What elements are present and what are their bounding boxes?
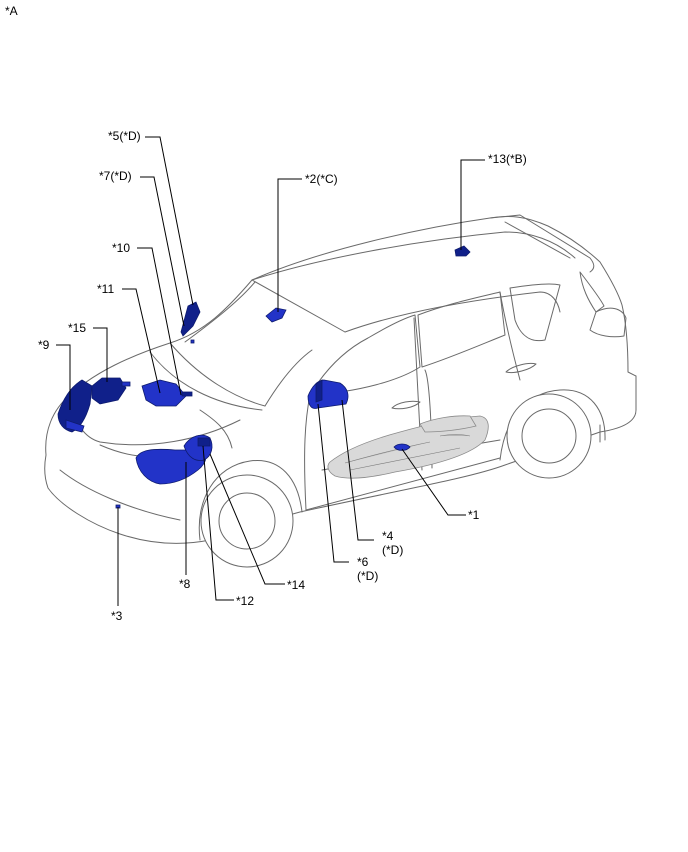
part-13 (454, 245, 471, 257)
callout-1: *1 (468, 508, 480, 522)
part-8-headlamp (135, 448, 207, 485)
callout-12: *12 (236, 594, 254, 608)
callout-2: *2(*C) (305, 172, 338, 186)
callout-5: *5(*D) (108, 129, 141, 143)
callout-8: *8 (179, 577, 191, 591)
part-1 (393, 443, 411, 451)
callout-15: *15 (68, 321, 86, 335)
leader-lines (56, 136, 485, 606)
callout-13: *13(*B) (488, 152, 527, 166)
callout-10: *10 (112, 241, 130, 255)
front-tire (200, 474, 294, 568)
part-5-7 (180, 301, 201, 337)
part-15 (91, 377, 127, 405)
callout-14: *14 (287, 578, 305, 592)
callout-7: *7(*D) (99, 169, 132, 183)
part-10-11 (141, 379, 187, 407)
callout-11: *11 (97, 282, 114, 296)
callout-3: *3 (111, 609, 123, 623)
callout-6-note: (*D) (357, 569, 378, 583)
components (57, 245, 471, 509)
callout-9: *9 (38, 338, 50, 352)
rear-tire (506, 393, 592, 479)
part-2 (265, 307, 287, 323)
view-label: *A (5, 4, 18, 18)
callout-6: *6 (357, 555, 369, 569)
callout-4: *4 (382, 529, 394, 543)
callout-4-note: (*D) (382, 543, 403, 557)
callout-labels: *1 *2(*C) *3 *4 (*D) *5(*D) *6 (*D) *7(*… (38, 129, 527, 623)
